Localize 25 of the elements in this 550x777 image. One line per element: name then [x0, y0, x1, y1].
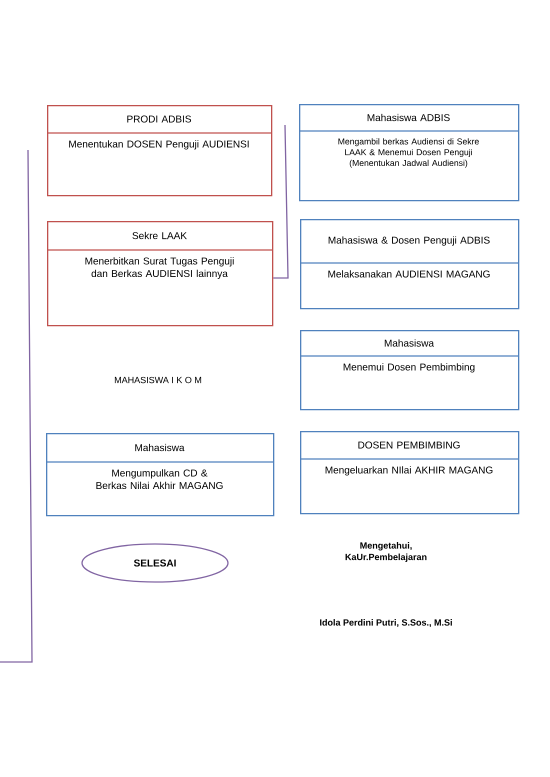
bracket-line: [273, 125, 289, 279]
box-text: Mengambil berkas Audiensi di Sekre LAAK & Menemui Dosen Penguji (Menentukan Jadwal Audiensi): [338, 138, 479, 168]
note-text: Mengetahui, KaUr.Pembelajaran: [346, 542, 426, 562]
box-text: Mengumpulkan CD & Berkas Nilai Akhir MAGANG: [96, 469, 223, 490]
box-text: Menentukan DOSEN Penguji AUDIENSI: [69, 140, 249, 150]
process-box: [47, 105, 272, 196]
box-text: Menerbitkan Surat Tugas Penguji dan Berkas AUDIENSI lainnya: [85, 257, 234, 280]
box-heading: Mahasiswa ADBIS: [368, 114, 450, 122]
process-box: [300, 219, 520, 310]
process-box: [46, 433, 274, 516]
box-text: Menemui Dosen Pembimbing: [344, 363, 474, 373]
process-box: [300, 330, 520, 410]
process-box: [299, 104, 520, 202]
process-box: [300, 431, 520, 514]
box-text: Mengeluarkan NIlai AKHIR MAGANG: [326, 466, 492, 476]
note-text: Idola Perdini Putri, S.Sos., M.Si: [320, 619, 452, 627]
box-heading: PRODI ADBIS: [127, 115, 192, 123]
note-text: MAHASISWA I K O M: [114, 376, 202, 384]
process-box: [47, 221, 274, 326]
box-heading: DOSEN PEMBIMBING: [358, 441, 460, 449]
box-text: Melaksanakan AUDIENSI MAGANG: [328, 270, 490, 278]
box-heading: Mahasiswa: [384, 339, 434, 347]
box-heading: Sekre LAAK: [132, 232, 187, 240]
box-heading: Mahasiswa: [135, 444, 184, 452]
box-heading: Mahasiswa & Dosen Penguji ADBIS: [328, 236, 490, 246]
